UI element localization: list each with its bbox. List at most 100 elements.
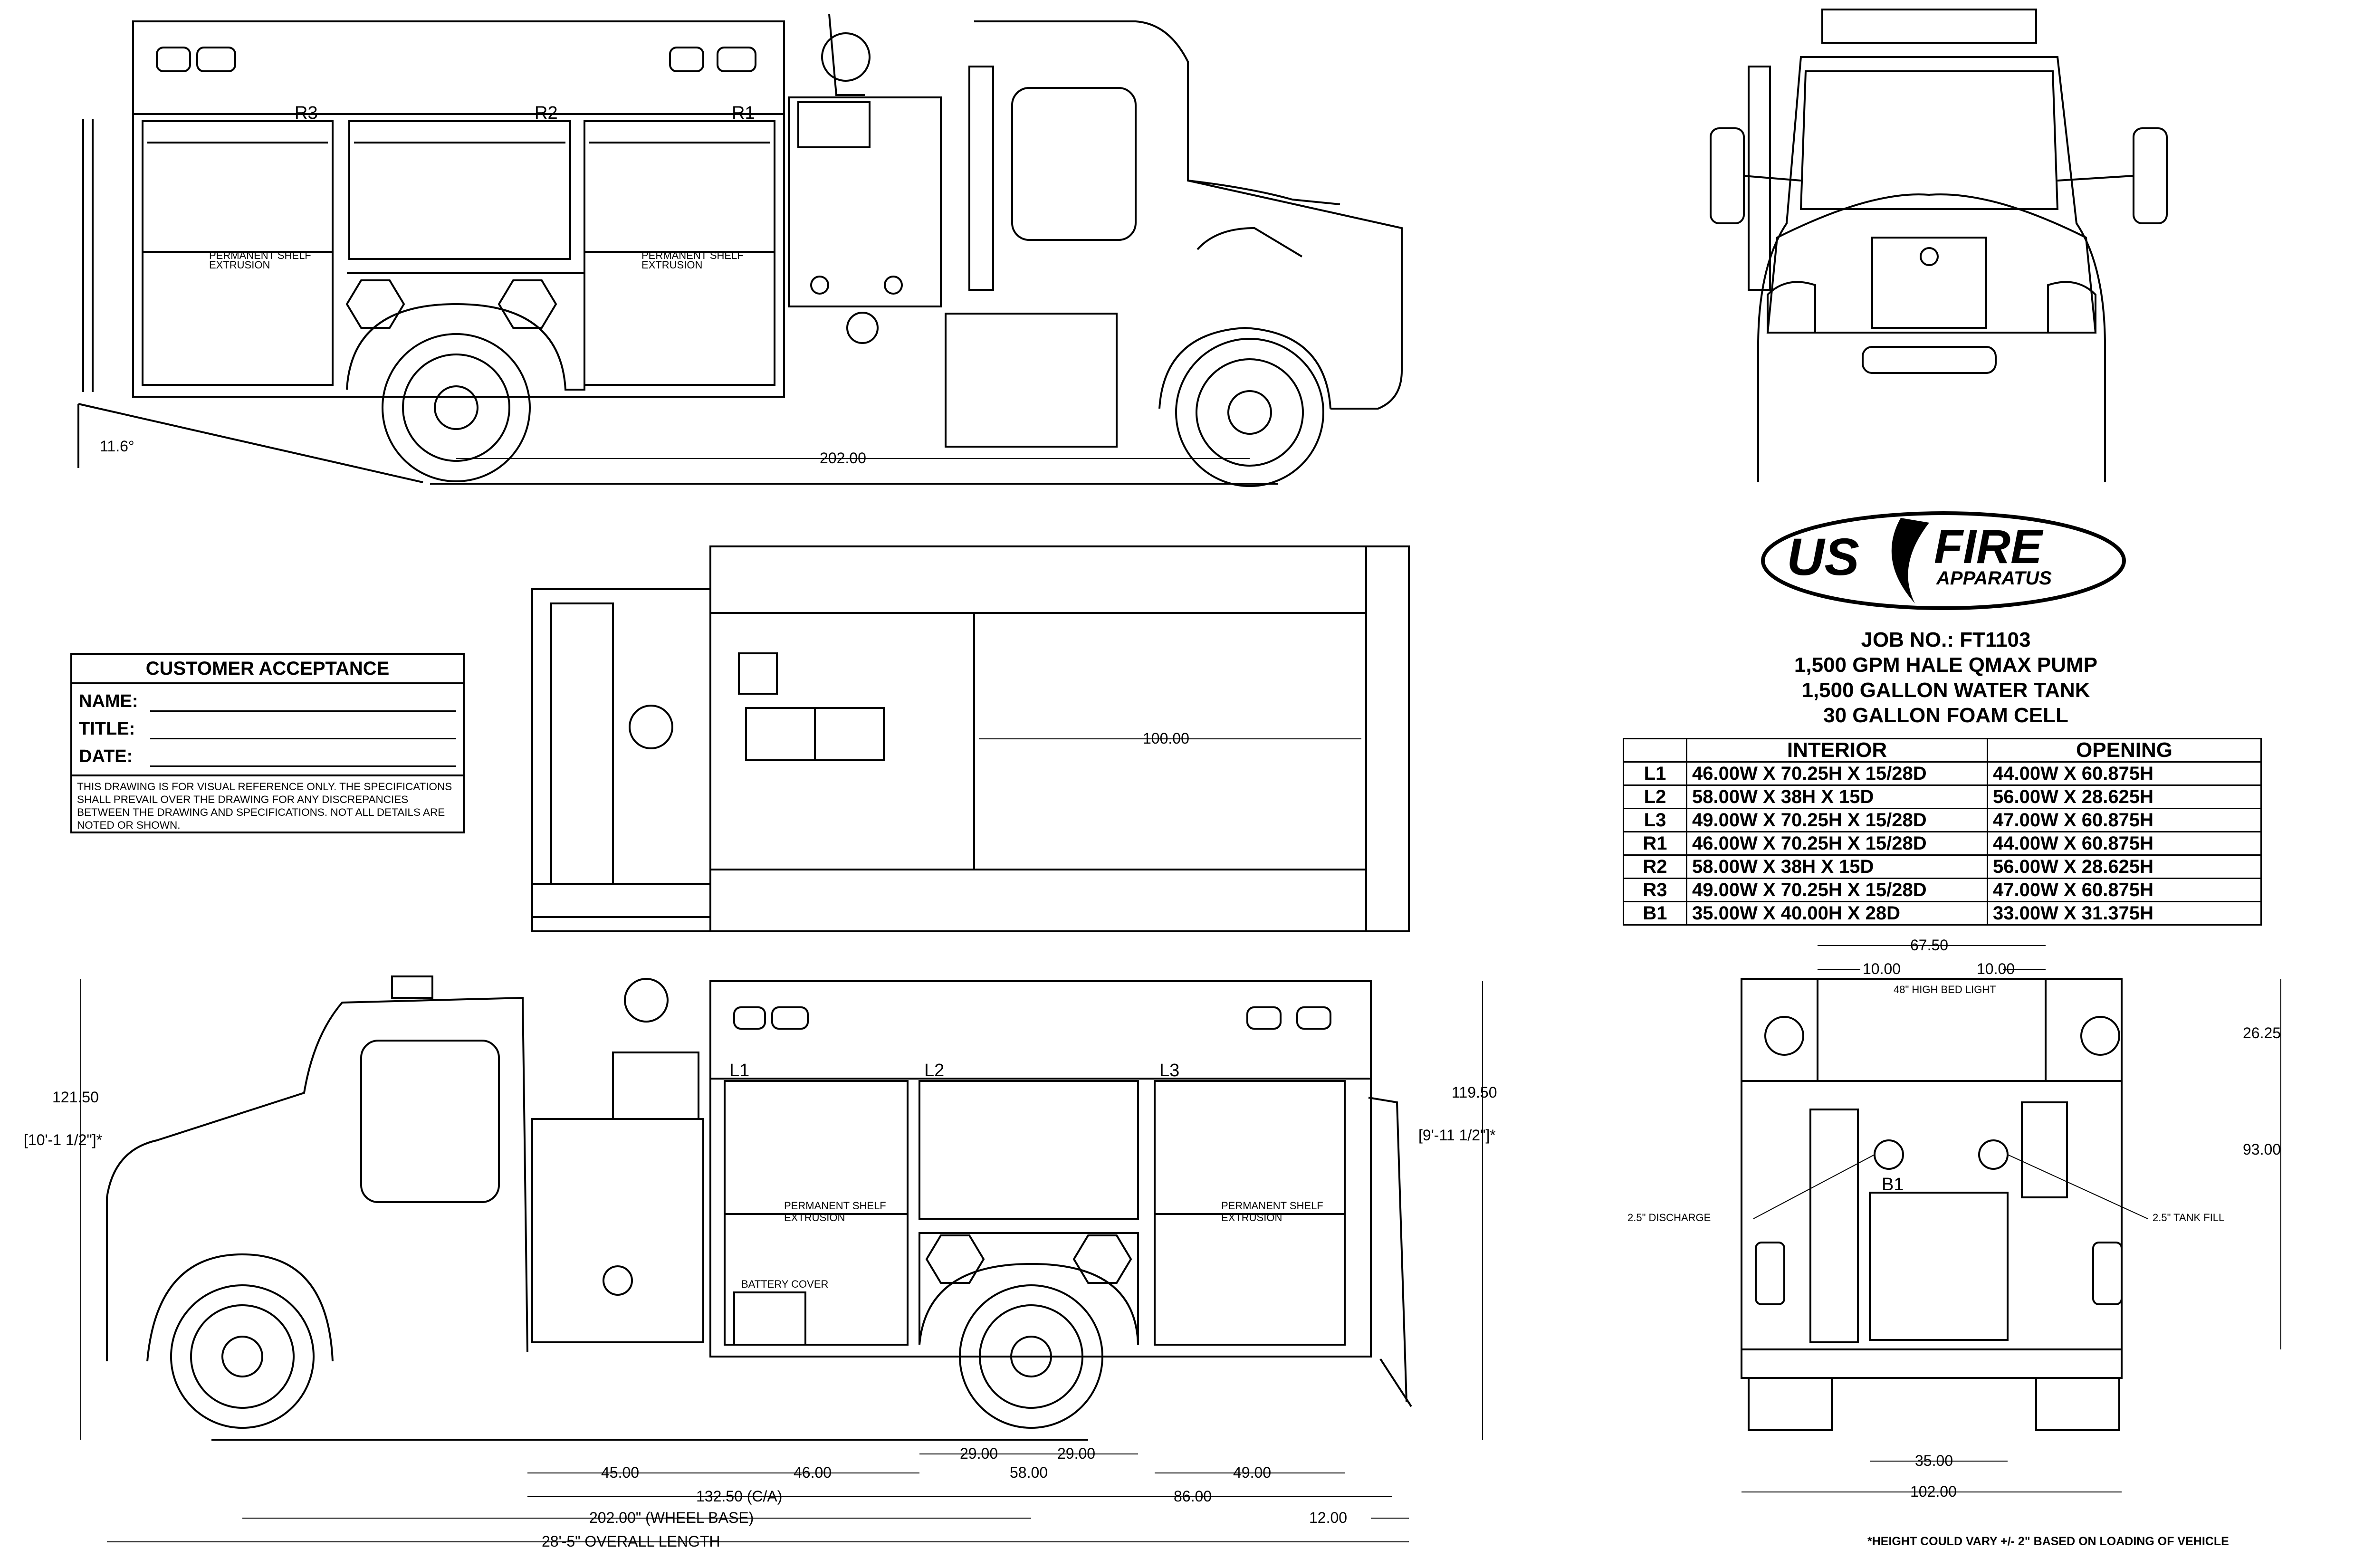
table-row: L1 46.00W X 70.25H X 15/28D 44.00W X 60.… bbox=[1623, 761, 2262, 786]
row-opening: 44.00W X 60.875H bbox=[1987, 761, 2262, 786]
dim-29a: 29.00 bbox=[960, 1445, 998, 1462]
job-info: JOB NO.: FT1103 1,500 GPM HALE QMAX PUMP… bbox=[1692, 627, 2200, 728]
job-foam: 30 GALLON FOAM CELL bbox=[1823, 704, 2068, 727]
rear-26-25: 26.25 bbox=[2243, 1024, 2281, 1042]
dim-29b: 29.00 bbox=[1057, 1445, 1095, 1462]
rear-wheel bbox=[382, 333, 531, 482]
compartment-b1 bbox=[1869, 1192, 2009, 1341]
row-interior: 49.00W X 70.25H X 15/28D bbox=[1686, 808, 1988, 832]
table-row: R2 58.00W X 38H X 15D 56.00W X 28.625H bbox=[1623, 854, 2262, 879]
disclaimer-text: THIS DRAWING IS FOR VISUAL REFERENCE ONL… bbox=[72, 774, 463, 835]
dim-58: 58.00 bbox=[1010, 1464, 1048, 1481]
table-row: B1 35.00W X 40.00H X 28D 33.00W X 31.375… bbox=[1623, 901, 2262, 926]
dim-46: 46.00 bbox=[794, 1464, 832, 1481]
job-tank: 1,500 GALLON WATER TANK bbox=[1801, 679, 2090, 702]
top-view bbox=[531, 545, 1410, 932]
compartment-l1 bbox=[724, 1080, 909, 1346]
label-l2: L2 bbox=[924, 1061, 944, 1080]
label-r1: R1 bbox=[732, 103, 755, 123]
dim-86: 86.00 bbox=[1174, 1488, 1212, 1505]
rear-10a: 10.00 bbox=[1863, 960, 1901, 977]
row-code: R2 bbox=[1623, 854, 1687, 879]
table-row: R1 46.00W X 70.25H X 15/28D 44.00W X 60.… bbox=[1623, 831, 2262, 856]
acceptance-title: CUSTOMER ACCEPTANCE bbox=[72, 655, 463, 684]
label-r3: R3 bbox=[295, 103, 318, 123]
compartment-r1 bbox=[584, 120, 775, 386]
compartment-r3 bbox=[142, 120, 334, 386]
row-opening: 44.00W X 60.875H bbox=[1987, 831, 2262, 856]
row-code: L1 bbox=[1623, 761, 1687, 786]
table-row: L2 58.00W X 38H X 15D 56.00W X 28.625H bbox=[1623, 784, 2262, 809]
dim-49: 49.00 bbox=[1233, 1464, 1271, 1481]
tank-fill-label: 2.5" TANK FILL bbox=[2153, 1212, 2224, 1224]
shelf-label-l3: PERMANENT SHELF bbox=[1221, 1200, 1323, 1212]
label-r2: R2 bbox=[535, 103, 558, 123]
shelf-label-r1: PERMANENT SHELF bbox=[641, 249, 744, 261]
row-opening: 47.00W X 60.875H bbox=[1987, 878, 2262, 902]
row-opening: 56.00W X 28.625H bbox=[1987, 784, 2262, 809]
dim-overall: 28'-5" OVERALL LENGTH bbox=[542, 1533, 720, 1550]
scene-light-label: 48" HIGH BED LIGHT bbox=[1894, 984, 1996, 995]
rear-10b: 10.00 bbox=[1977, 960, 2015, 977]
name-field[interactable] bbox=[150, 691, 456, 712]
rear-102: 102.00 bbox=[1910, 1483, 1957, 1500]
extrusion-label-l1: EXTRUSION bbox=[784, 1212, 845, 1224]
spec-header-opening: OPENING bbox=[1987, 738, 2262, 763]
dim-ca: 132.50 (C/A) bbox=[696, 1488, 782, 1505]
compartment-l2 bbox=[919, 1080, 1139, 1220]
dim-45: 45.00 bbox=[601, 1464, 639, 1481]
battery-cover-label: BATTERY COVER bbox=[741, 1278, 828, 1290]
job-number: JOB NO.: FT1103 bbox=[1861, 628, 2031, 651]
name-label: NAME: bbox=[79, 691, 138, 711]
spec-header-code bbox=[1623, 738, 1687, 763]
row-code: L3 bbox=[1623, 808, 1687, 832]
dim-wheelbase: 202.00" (WHEEL BASE) bbox=[589, 1509, 754, 1526]
shelf-label-r3: PERMANENT SHELF bbox=[209, 249, 311, 261]
date-row: DATE: bbox=[72, 739, 463, 767]
height-left-ft: [10'-1 1/2"]* bbox=[24, 1131, 102, 1148]
job-pump: 1,500 GPM HALE QMAX PUMP bbox=[1794, 653, 2098, 677]
date-field[interactable] bbox=[150, 746, 456, 767]
rear-93: 93.00 bbox=[2243, 1141, 2281, 1158]
rear-35: 35.00 bbox=[1915, 1452, 1953, 1469]
us-fire-logo: US FIRE APPARATUS bbox=[1761, 511, 2126, 610]
row-interior: 58.00W X 38H X 15D bbox=[1686, 784, 1988, 809]
lside-front-wheel bbox=[170, 1284, 315, 1429]
discharge-label: 2.5" DISCHARGE bbox=[1627, 1212, 1711, 1224]
table-row: R3 49.00W X 70.25H X 15/28D 47.00W X 60.… bbox=[1623, 878, 2262, 902]
shelf-label-l1: PERMANENT SHELF bbox=[784, 1200, 886, 1212]
height-right-ft: [9'-11 1/2"]* bbox=[1418, 1127, 1496, 1144]
compartment-spec-table: INTERIOR OPENING L1 46.00W X 70.25H X 15… bbox=[1623, 738, 2262, 926]
row-opening: 47.00W X 60.875H bbox=[1987, 808, 2262, 832]
left-mirror bbox=[1710, 127, 1745, 224]
table-row: L3 49.00W X 70.25H X 15/28D 47.00W X 60.… bbox=[1623, 808, 2262, 832]
row-interior: 46.00W X 70.25H X 15/28D bbox=[1686, 831, 1988, 856]
right-side-view bbox=[77, 14, 1403, 487]
name-row: NAME: bbox=[72, 684, 463, 712]
label-b1: B1 bbox=[1882, 1175, 1904, 1195]
title-field[interactable] bbox=[150, 719, 456, 739]
row-interior: 49.00W X 70.25H X 15/28D bbox=[1686, 878, 1988, 902]
extrusion-label-r1: EXTRUSION bbox=[641, 259, 702, 271]
logo-fire: FIRE bbox=[1934, 520, 2044, 574]
front-view bbox=[1710, 9, 2168, 482]
date-label: DATE: bbox=[79, 746, 133, 766]
compartment-r2 bbox=[348, 120, 571, 260]
customer-acceptance-box: CUSTOMER ACCEPTANCE NAME: TITLE: DATE: T… bbox=[70, 653, 465, 833]
rear-width-top: 67.50 bbox=[1910, 937, 1948, 954]
row-interior: 46.00W X 70.25H X 15/28D bbox=[1686, 761, 1988, 786]
height-left-dimension: 121.50 bbox=[52, 1089, 99, 1106]
spec-header-interior: INTERIOR bbox=[1686, 738, 1988, 763]
row-interior: 35.00W X 40.00H X 28D bbox=[1686, 901, 1988, 926]
row-code: L2 bbox=[1623, 784, 1687, 809]
label-l3: L3 bbox=[1159, 1061, 1179, 1080]
title-row: TITLE: bbox=[72, 712, 463, 739]
lside-rear-wheel bbox=[959, 1284, 1103, 1429]
row-opening: 56.00W X 28.625H bbox=[1987, 854, 2262, 879]
row-interior: 58.00W X 38H X 15D bbox=[1686, 854, 1988, 879]
right-mirror bbox=[2133, 127, 2168, 224]
height-footnote: *HEIGHT COULD VARY +/- 2" BASED ON LOADI… bbox=[1867, 1535, 2229, 1548]
lightbar bbox=[1821, 9, 2037, 44]
extrusion-label-l3: EXTRUSION bbox=[1221, 1212, 1282, 1224]
